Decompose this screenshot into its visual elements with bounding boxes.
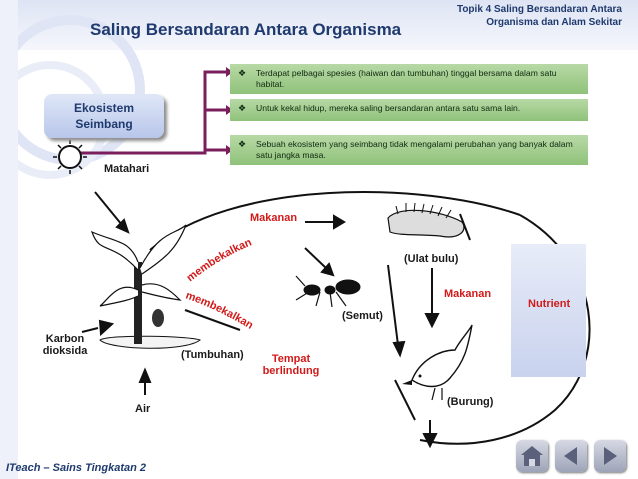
- page-title: Saling Bersandaran Antara Organisma: [90, 20, 402, 39]
- plant-label: (Tumbuhan): [181, 349, 244, 361]
- food-label-2: Makanan: [444, 288, 492, 300]
- footer-text: ITeach – Sains Tingkatan 2: [6, 462, 146, 474]
- banana-plant-icon: [90, 224, 201, 349]
- water-label: Air: [135, 403, 151, 415]
- bullet-text-2: Untuk kekal hidup, mereka saling bersand…: [256, 103, 521, 113]
- home-icon: [521, 446, 543, 466]
- back-button[interactable]: [555, 440, 587, 472]
- carbon-dioxide-label: Karbon dioksida: [40, 333, 90, 357]
- ant-label: (Semut): [342, 310, 383, 322]
- topic-header: Topik 4 Saling Bersandaran Antara Organi…: [392, 3, 622, 29]
- sun-icon: [53, 140, 87, 174]
- next-button[interactable]: [594, 440, 626, 472]
- shelter-label: Tempat berlindung: [256, 353, 326, 377]
- sun-label: Matahari: [104, 163, 150, 175]
- caterpillar-icon: [387, 202, 471, 241]
- nutrient-box: [511, 244, 586, 377]
- bird-icon: [402, 324, 473, 401]
- topic-line-1: Topik 4 Saling Bersandaran Antara: [456, 4, 622, 15]
- diamond-bullet-icon: ❖: [238, 139, 247, 149]
- diamond-bullet-icon: ❖: [238, 68, 247, 78]
- ecosystem-label-line2: Seimbang: [75, 117, 133, 131]
- ecosystem-box: Ekosistem Seimbang: [44, 94, 164, 138]
- topic-line-2: Organisma dan Alam Sekitar: [486, 17, 622, 28]
- diamond-bullet-icon: ❖: [238, 103, 247, 113]
- triangle-right-icon: [604, 447, 617, 465]
- triangle-left-icon: [564, 447, 577, 465]
- bullet-item-2: ❖ Untuk kekal hidup, mereka saling bersa…: [230, 99, 588, 121]
- food-label-1: Makanan: [250, 212, 298, 224]
- home-button[interactable]: [516, 440, 548, 472]
- caterpillar-label: (Ulat bulu): [404, 253, 459, 265]
- ant-icon: [295, 275, 361, 308]
- shelter-label-line1: Tempat: [271, 353, 311, 365]
- bird-label: (Burung): [447, 396, 494, 408]
- carbon-label-line1: Karbon: [45, 333, 85, 345]
- bullet-text-1: Terdapat pelbagai spesies (haiwan dan tu…: [256, 68, 557, 89]
- ecosystem-label-line1: Ekosistem: [73, 101, 135, 115]
- carbon-label-line2: dioksida: [42, 345, 88, 357]
- nutrient-label: Nutrient: [528, 298, 571, 310]
- bullet-item-1: ❖ Terdapat pelbagai spesies (haiwan dan …: [230, 64, 588, 94]
- bullet-item-3: ❖ Sebuah ekosistem yang seimbang tidak m…: [230, 135, 588, 165]
- shelter-label-line2: berlindung: [262, 365, 320, 377]
- bullet-text-3: Sebuah ekosistem yang seimbang tidak men…: [256, 139, 573, 160]
